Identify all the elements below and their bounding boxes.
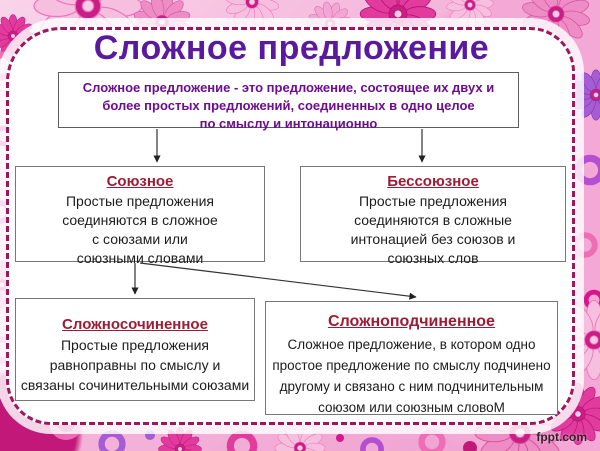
box-bessoyuznoe-heading: Бессоюзное [387, 173, 479, 190]
box-bessoyuznoe: Бессоюзное Простые предложения соединяют… [300, 166, 566, 266]
box-slozhnopodchinennoe: Сложноподчиненное Сложное предложение, в… [265, 301, 558, 415]
box-slozhnosochinennoe: Сложносочиненное Простые предложения рав… [15, 298, 255, 401]
page-title: Сложное предложение [93, 29, 490, 67]
box-slozhnosochinennoe-heading: Сложносочиненное [62, 316, 208, 333]
box-slozhnopodchinennoe-body: Сложное предложение, в котором одно прос… [272, 337, 551, 415]
box-soyuznoe-heading: Союзное [106, 173, 174, 190]
definition-box: Сложное предложение - это предложение, с… [58, 72, 519, 131]
box-soyuznoe-body: Простые предложения соединяются в сложно… [62, 193, 218, 266]
box-bessoyuznoe-body: Простые предложения соединяются в сложны… [350, 193, 516, 266]
box-slozhnosochinennoe-body: Простые предложения равноправны по смысл… [20, 337, 250, 393]
definition-text: Сложное предложение - это предложение, с… [82, 80, 495, 131]
box-slozhnopodchinennoe-heading: Сложноподчиненное [328, 313, 495, 330]
watermark-fppt: fppt.com [536, 430, 587, 444]
box-soyuznoe: Союзное Простые предложения соединяются … [15, 166, 265, 266]
